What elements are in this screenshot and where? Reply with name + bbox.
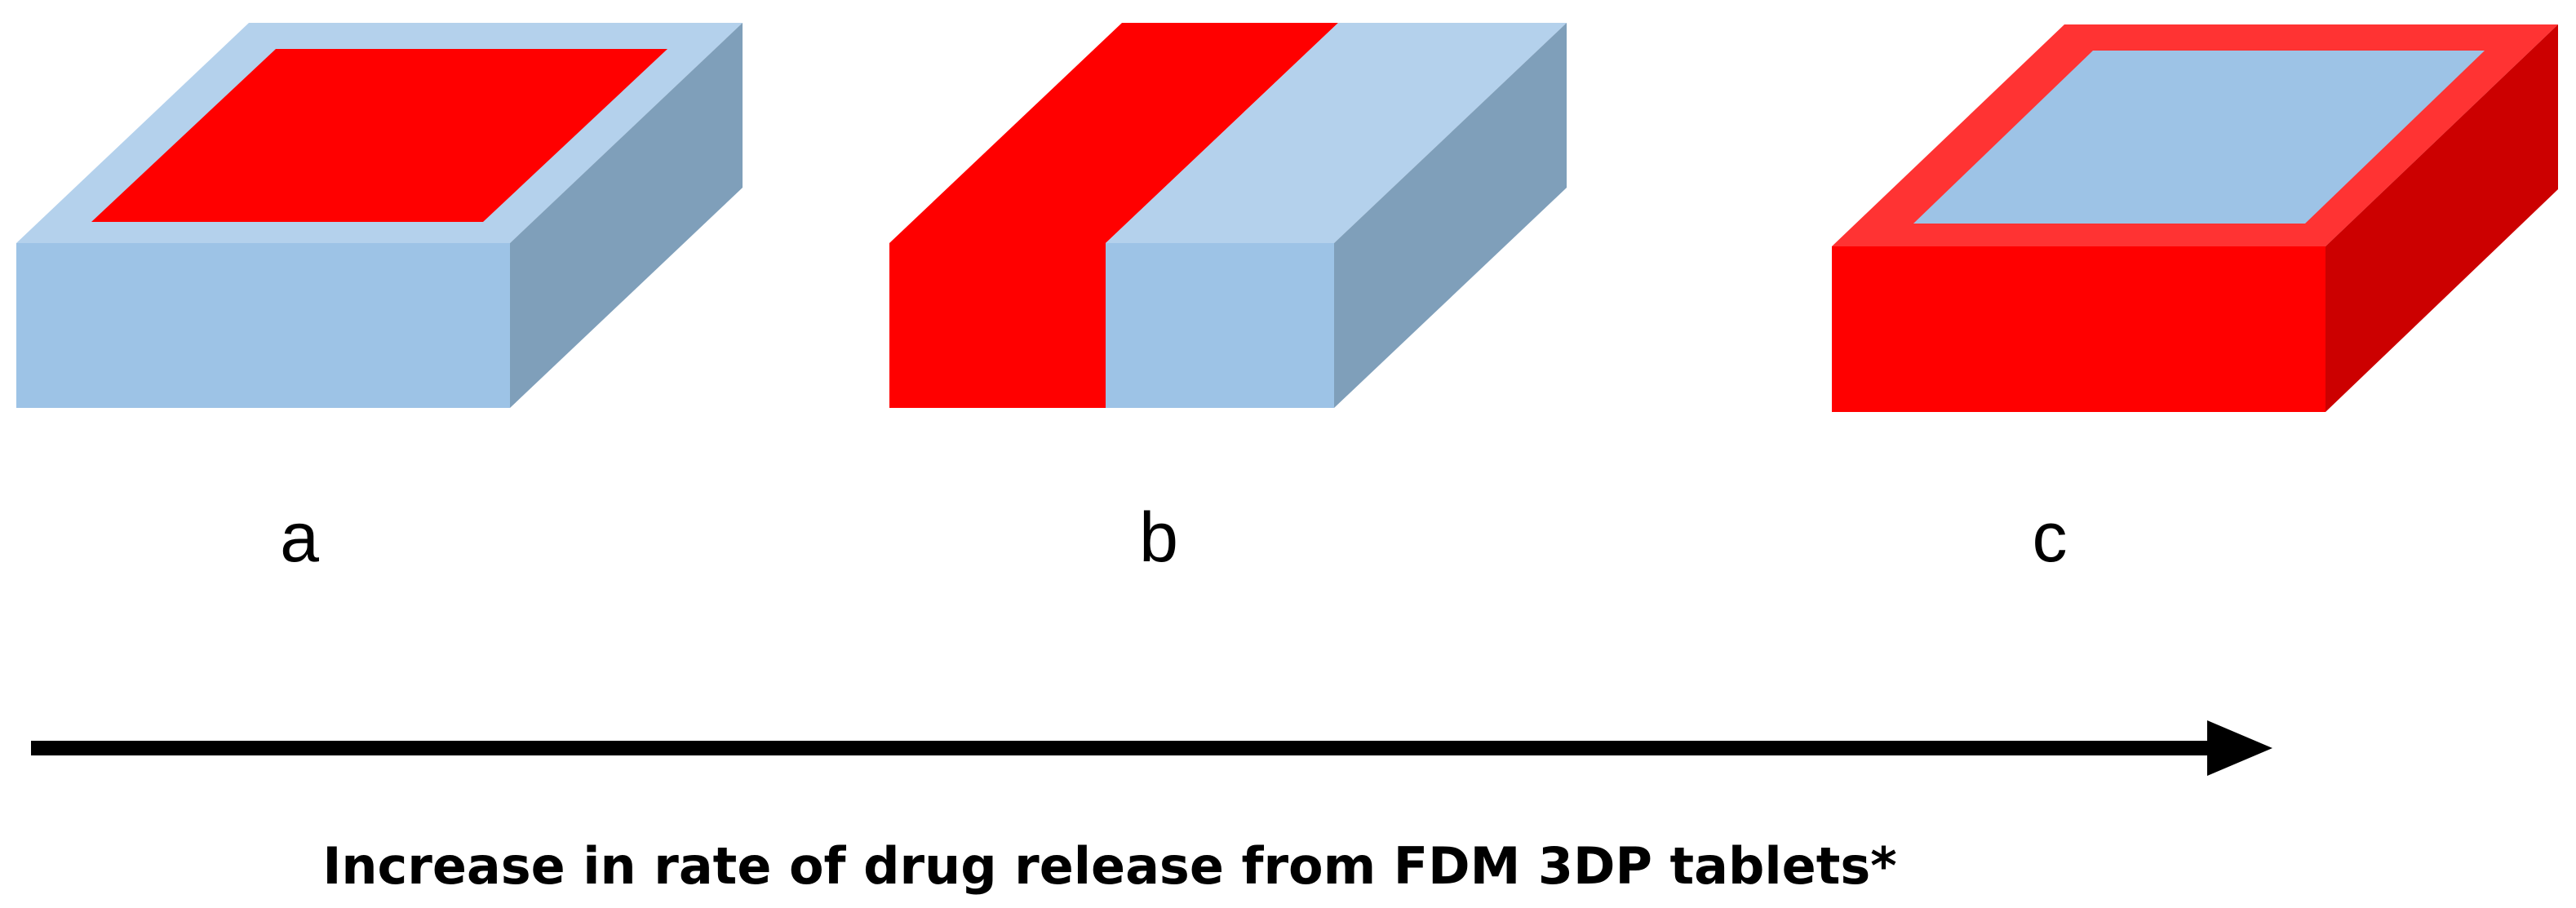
label-b: b: [1139, 498, 1178, 577]
tablet-b-top-blue: [1106, 23, 1567, 243]
arrow-head: [2207, 720, 2272, 776]
tablet-c-front-face: [1832, 246, 2325, 412]
tablet-b-side-blue: [1334, 23, 1567, 408]
tablet-b-front-red: [889, 243, 1106, 408]
tablet-a-side-face: [510, 23, 743, 408]
label-a: a: [280, 498, 319, 577]
release-rate-arrow: [31, 720, 2272, 776]
tablet-a-inner-square: [91, 49, 667, 222]
tablet-b-top-red: [889, 23, 1338, 243]
tablet-c-side-face: [2325, 24, 2558, 412]
tablet-b-front-blue: [1106, 243, 1334, 408]
arrow-shaft: [31, 741, 2218, 755]
tablet-a-front-face: [16, 243, 510, 408]
label-c: c: [2033, 498, 2068, 577]
tablet-a: [16, 23, 743, 408]
tablet-b: [889, 23, 1567, 408]
tablet-c: [1832, 24, 2558, 412]
arrow-caption: Increase in rate of drug release from FD…: [322, 836, 1896, 896]
tablet-c-inner-square: [1913, 51, 2485, 224]
